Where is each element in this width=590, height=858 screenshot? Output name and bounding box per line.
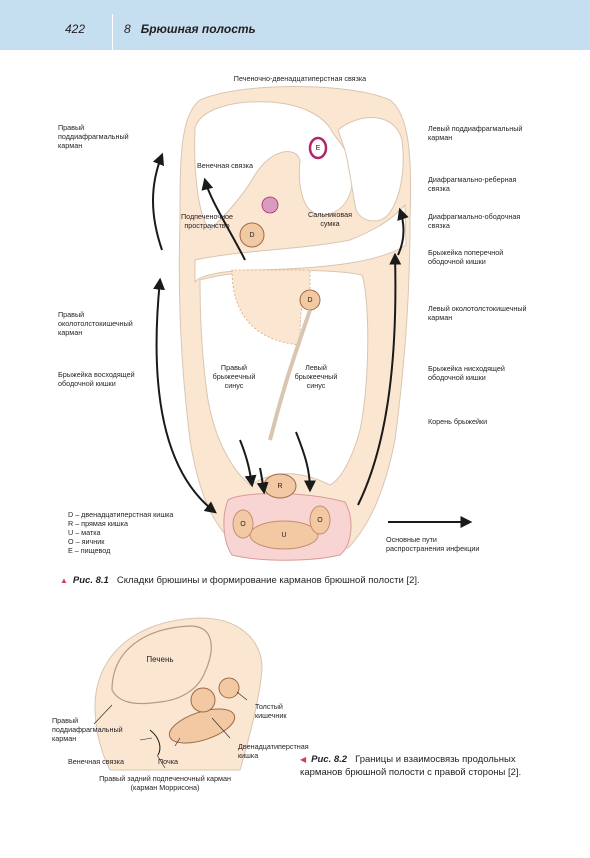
fig2-colon (219, 678, 239, 698)
label-coronary-ligament: Венечная связка (185, 161, 265, 170)
figure-8-1-caption: ▲ Рис. 8.1 Складки брюшины и формирование … (60, 574, 560, 587)
organ-letter-o-left: O (235, 520, 251, 529)
fig2-duodenum (191, 688, 215, 712)
label-fig2-colon: Толстый кишечник (255, 702, 315, 720)
label-fig2-right-subphrenic: Правый поддиафрагмальный карман (52, 716, 122, 743)
label-right-mesenteric-sinus: Правый брыжеечный синус (210, 363, 258, 390)
label-hepatoduodenal-ligament: Печеночно-двенадцатиперстная связка (190, 74, 410, 83)
caption-triangle-icon: ▲ (60, 576, 68, 585)
organ-letter-o-right: O (312, 516, 328, 525)
label-phrenicocolic-ligament: Диафрагмально-ободочная связка (428, 212, 538, 230)
organ-letter-d-upper: D (244, 231, 260, 240)
organ-letter-e: E (310, 144, 326, 153)
label-fig2-morrison-pouch: Правый задний подпеченочный карман (карм… (90, 774, 240, 792)
caption2-triangle-icon: ◀ (300, 755, 306, 764)
organ-letter-r: R (272, 482, 288, 491)
label-right-subphrenic-pocket: Правый поддиафрагмальный карман (58, 123, 148, 150)
label-right-paracolic-pocket: Правый околотолстокишечный карман (58, 310, 158, 337)
arrow-right-subphrenic (153, 155, 162, 250)
label-left-mesenteric-sinus: Левый брыжеечный синус (292, 363, 340, 390)
label-fig2-coronary: Венечная связка (68, 757, 148, 766)
label-fig2-kidney: Почка (158, 757, 198, 766)
label-subhepatic-space: Подпеченочное пространство (172, 212, 242, 230)
figure-8-2-diagram (94, 618, 262, 770)
label-mesentery-root: Корень брыжейки (428, 417, 538, 426)
legend-item-u: U – матка (68, 528, 178, 537)
label-left-subphrenic-pocket: Левый поддиафрагмальный карман (428, 124, 538, 142)
label-infection-pathways: Основные пути распространения инфекции (386, 535, 486, 553)
label-phrenicocostal-ligament: Диафрагмально-реберная связка (428, 175, 538, 193)
legend-item-e: E – пищевод (68, 546, 178, 555)
caption2-number: Рис. 8.2 (311, 754, 347, 765)
caption-text: Складки брюшины и формирование карманов … (117, 575, 420, 586)
label-liver: Печень (135, 655, 185, 664)
legend-item-d: D – двенадцатиперстная кишка (68, 510, 178, 519)
label-left-paracolic-pocket: Левый околотолстокишечный карман (428, 304, 528, 322)
organ-letter-u: U (276, 531, 292, 540)
pancreas-blob (262, 197, 278, 213)
organ-letter-d-lower: D (302, 296, 318, 305)
legend-item-r: R – прямая кишка (68, 519, 178, 528)
figure-legend: D – двенадцатиперстная кишка R – прямая … (68, 510, 178, 555)
label-transverse-mesocolon: Брыжейка поперечной ободочной кишки (428, 248, 538, 266)
label-ascending-mesocolon: Брыжейка восходящей ободочной кишки (58, 370, 158, 388)
caption-number: Рис. 8.1 (73, 575, 109, 586)
label-omental-bursa: Сальниковая сумка (300, 210, 360, 228)
label-descending-mesocolon: Брыжейка нисходящей ободочной кишки (428, 364, 538, 382)
legend-item-o: O – яичник (68, 537, 178, 546)
